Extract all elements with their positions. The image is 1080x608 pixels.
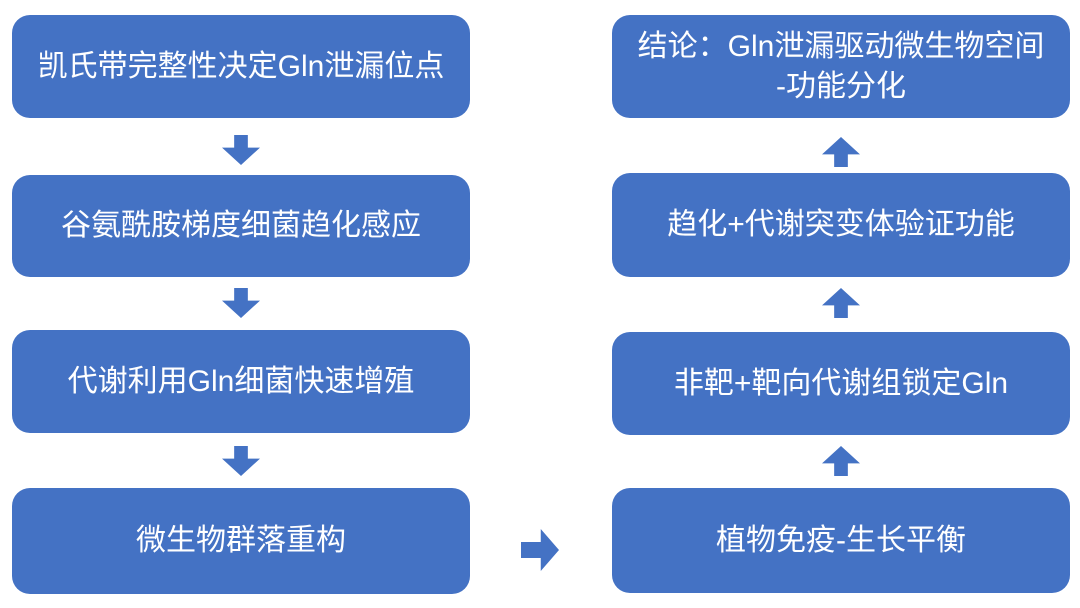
flow-node-label: 结论：Gln泄漏驱动微生物空间 -功能分化 <box>637 29 1045 103</box>
up-arrow-icon <box>822 137 860 167</box>
flow-node-metabolic-growth: 代谢利用Gln细菌快速增殖 <box>12 330 470 433</box>
right-column: 结论：Gln泄漏驱动微生物空间 -功能分化 趋化+代谢突变体验证功能 非靶+靶向… <box>612 0 1070 608</box>
flow-node-immunity-growth-balance: 植物免疫-生长平衡 <box>612 488 1070 593</box>
down-arrow-icon <box>222 288 260 318</box>
flow-node-conclusion: 结论：Gln泄漏驱动微生物空间 -功能分化 <box>612 15 1070 118</box>
flow-node-label: 植物免疫-生长平衡 <box>716 523 966 557</box>
up-arrow-icon <box>822 288 860 318</box>
down-arrow-icon <box>222 135 260 165</box>
right-arrow-icon <box>521 529 559 571</box>
flow-node-keshidai: 凯氏带完整性决定Gln泄漏位点 <box>12 15 470 118</box>
flow-node-gradient-chemotaxis: 谷氨酰胺梯度细菌趋化感应 <box>12 175 470 277</box>
flow-node-label: 微生物群落重构 <box>136 524 346 558</box>
flow-node-mutant-validation: 趋化+代谢突变体验证功能 <box>612 173 1070 277</box>
flow-node-metabolomics-gln: 非靶+靶向代谢组锁定Gln <box>612 332 1070 435</box>
flow-node-community-restructure: 微生物群落重构 <box>12 488 470 594</box>
flow-node-label: 谷氨酰胺梯度细菌趋化感应 <box>61 209 421 243</box>
down-arrow-icon <box>222 446 260 476</box>
flow-node-label: 代谢利用Gln细菌快速增殖 <box>67 364 415 398</box>
flow-node-label: 趋化+代谢突变体验证功能 <box>667 208 1015 242</box>
up-arrow-icon <box>822 446 860 476</box>
left-column: 凯氏带完整性决定Gln泄漏位点 谷氨酰胺梯度细菌趋化感应 代谢利用Gln细菌快速… <box>12 0 470 608</box>
flow-node-label: 凯氏带完整性决定Gln泄漏位点 <box>37 49 445 83</box>
flow-node-label: 非靶+靶向代谢组锁定Gln <box>673 366 1009 400</box>
